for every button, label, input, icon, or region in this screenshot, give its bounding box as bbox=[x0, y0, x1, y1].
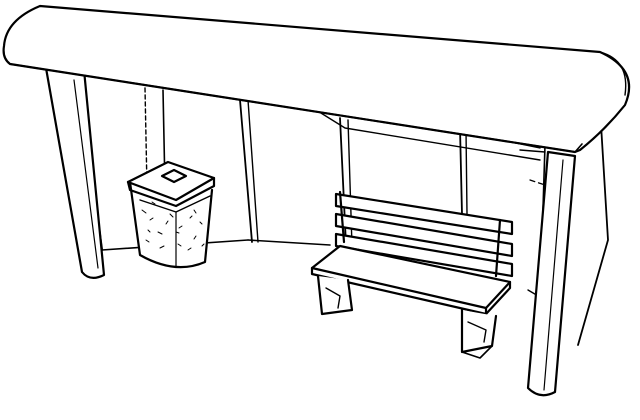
bench bbox=[310, 190, 514, 359]
trash-can-texture bbox=[141, 201, 205, 251]
right-post bbox=[526, 150, 577, 397]
trash-can bbox=[126, 160, 216, 269]
left-post bbox=[44, 66, 106, 279]
roof bbox=[2, 4, 631, 154]
